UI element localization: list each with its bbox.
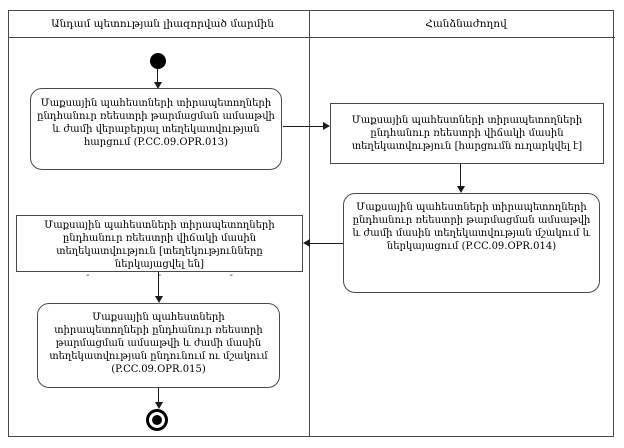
- activity-opr-015-label: Մաքսային պահեստների տիրապետողների ընդհան…: [49, 312, 268, 375]
- dash: -: [86, 270, 90, 281]
- arrowhead-left-icon: [303, 239, 310, 247]
- header-row-border: [8, 37, 615, 38]
- lane-header-label: Հանձնաժողով: [425, 17, 507, 30]
- lane-divider: [309, 10, 310, 437]
- object-node-info-submitted-label: Մաքսային պահեստների տիրապետողների ընդհան…: [44, 220, 275, 270]
- lane-header-commission: Հանձնաժողով: [317, 10, 615, 37]
- object-node-request-sent: Մաքսային պահեստների տիրապետողների ընդհան…: [330, 103, 604, 164]
- edge-start-to-opr013: [157, 69, 158, 82]
- final-node: [146, 409, 168, 431]
- final-node-dot: [152, 415, 162, 425]
- object-node-request-sent-label: Մաքսային պահեստների տիրապետողների ընդհան…: [351, 115, 583, 152]
- dash: -: [157, 270, 162, 281]
- arrowhead-right-icon: [323, 122, 330, 130]
- edge-opr015-to-final: [158, 388, 159, 402]
- lane-header-label: Անդամ պետության լիազորված մարմին: [51, 17, 274, 30]
- activity-opr-014-label: Մաքսային պահեստների տիրապետողների ընդհան…: [352, 202, 591, 252]
- dash: -: [229, 270, 233, 281]
- activity-opr-013-label: Մաքսային պահեստների տիրապետողների ընդհան…: [37, 98, 275, 148]
- arrowhead-down-icon: [155, 402, 163, 409]
- activity-opr-014: Մաքսային պահեստների տիրապետողների ընդհան…: [343, 193, 600, 293]
- arrowhead-down-icon: [154, 82, 162, 89]
- arrowhead-down-icon: [155, 296, 163, 303]
- edge-opr014-to-info-submitted: [310, 243, 343, 244]
- initial-node: [150, 53, 166, 69]
- object-node-dash-row: - - -: [52, 271, 267, 281]
- edge-opr013-to-request-sent: [283, 126, 324, 127]
- object-node-info-submitted: Մաքսային պահեստների տիրապետողների ընդհան…: [16, 215, 303, 281]
- lane-header-authorized-body: Անդամ պետության լիազորված մարմին: [8, 10, 317, 37]
- activity-opr-013: Մաքսային պահեստների տիրապետողների ընդհան…: [30, 88, 282, 170]
- activity-opr-015: Մաքսային պահեստների տիրապետողների ընդհան…: [37, 303, 280, 388]
- arrowhead-down-icon: [457, 186, 465, 193]
- edge-request-sent-to-opr014: [460, 164, 461, 187]
- edge-info-submitted-to-opr015: [158, 272, 159, 296]
